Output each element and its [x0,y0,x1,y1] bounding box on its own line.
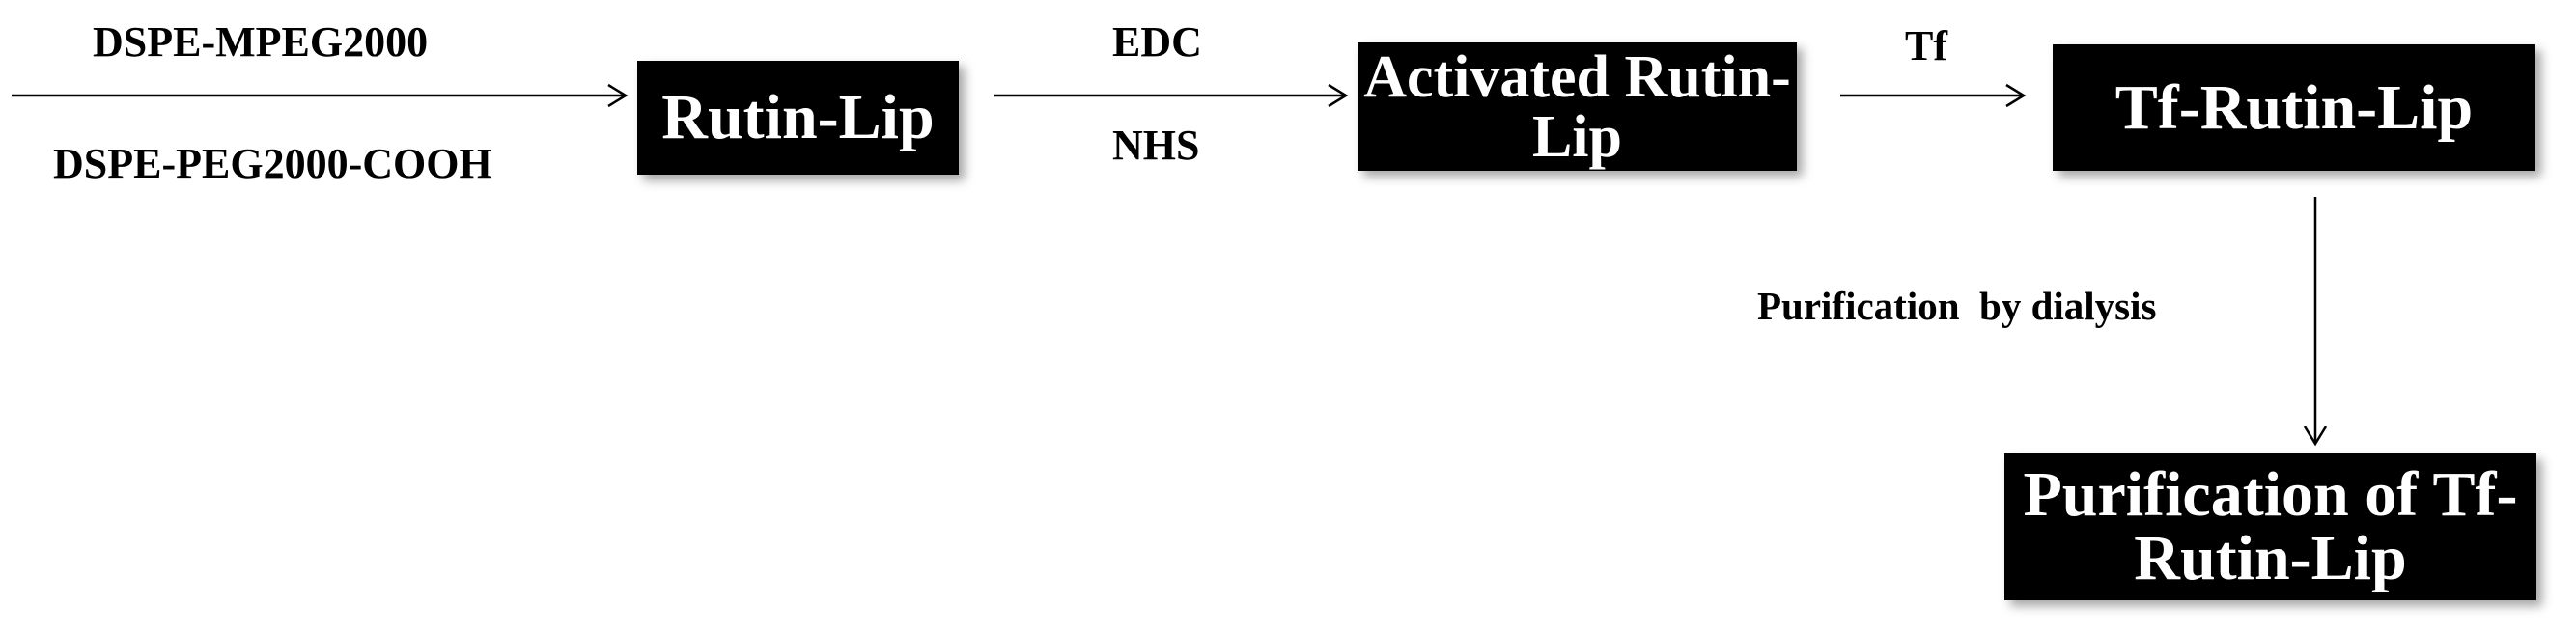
reagent-dspe-peg2000-cooh-label: DSPE-PEG2000-COOH [53,140,492,187]
reagent-nhs-label: NHS [1112,122,1200,169]
node-activated-rutin-lip: Activated Rutin- Lip [1358,42,1797,171]
arrow-tf-rutin-to-purification [2303,197,2328,447]
reagent-edc-label: EDC [1112,18,1202,66]
node-rutin-lip: Rutin-Lip [637,61,959,175]
node-activated-line-2: Lip [1531,103,1623,170]
node-activated-rutin-lip-text: Activated Rutin- Lip [1363,47,1791,167]
node-purification-text: Purification of Tf- Rutin-Lip [2023,463,2517,591]
node-rutin-lip-label: Rutin-Lip [661,82,935,152]
node-purification-tf-rutin-lip: Purification of Tf- Rutin-Lip [2004,453,2536,600]
arrow-activated-to-tf-rutin [1840,83,2027,108]
arrow-rutin-lip-to-activated [994,83,1349,108]
reagent-tf-label: Tf [1905,22,1947,69]
node-tf-rutin-lip: Tf-Rutin-Lip [2053,44,2535,171]
node-purification-line-1: Purification of Tf- [2023,459,2518,530]
reagent-dspe-mpeg2000-label: DSPE-MPEG2000 [93,18,429,66]
node-tf-rutin-lip-label: Tf-Rutin-Lip [2114,71,2474,143]
node-purification-line-2: Rutin-Lip [2134,523,2407,593]
arrow-reagents-to-rutin-lip [12,83,629,108]
node-activated-line-1: Activated Rutin- [1363,43,1791,110]
step-dialysis-label: Purification by dialysis [1757,284,2157,328]
